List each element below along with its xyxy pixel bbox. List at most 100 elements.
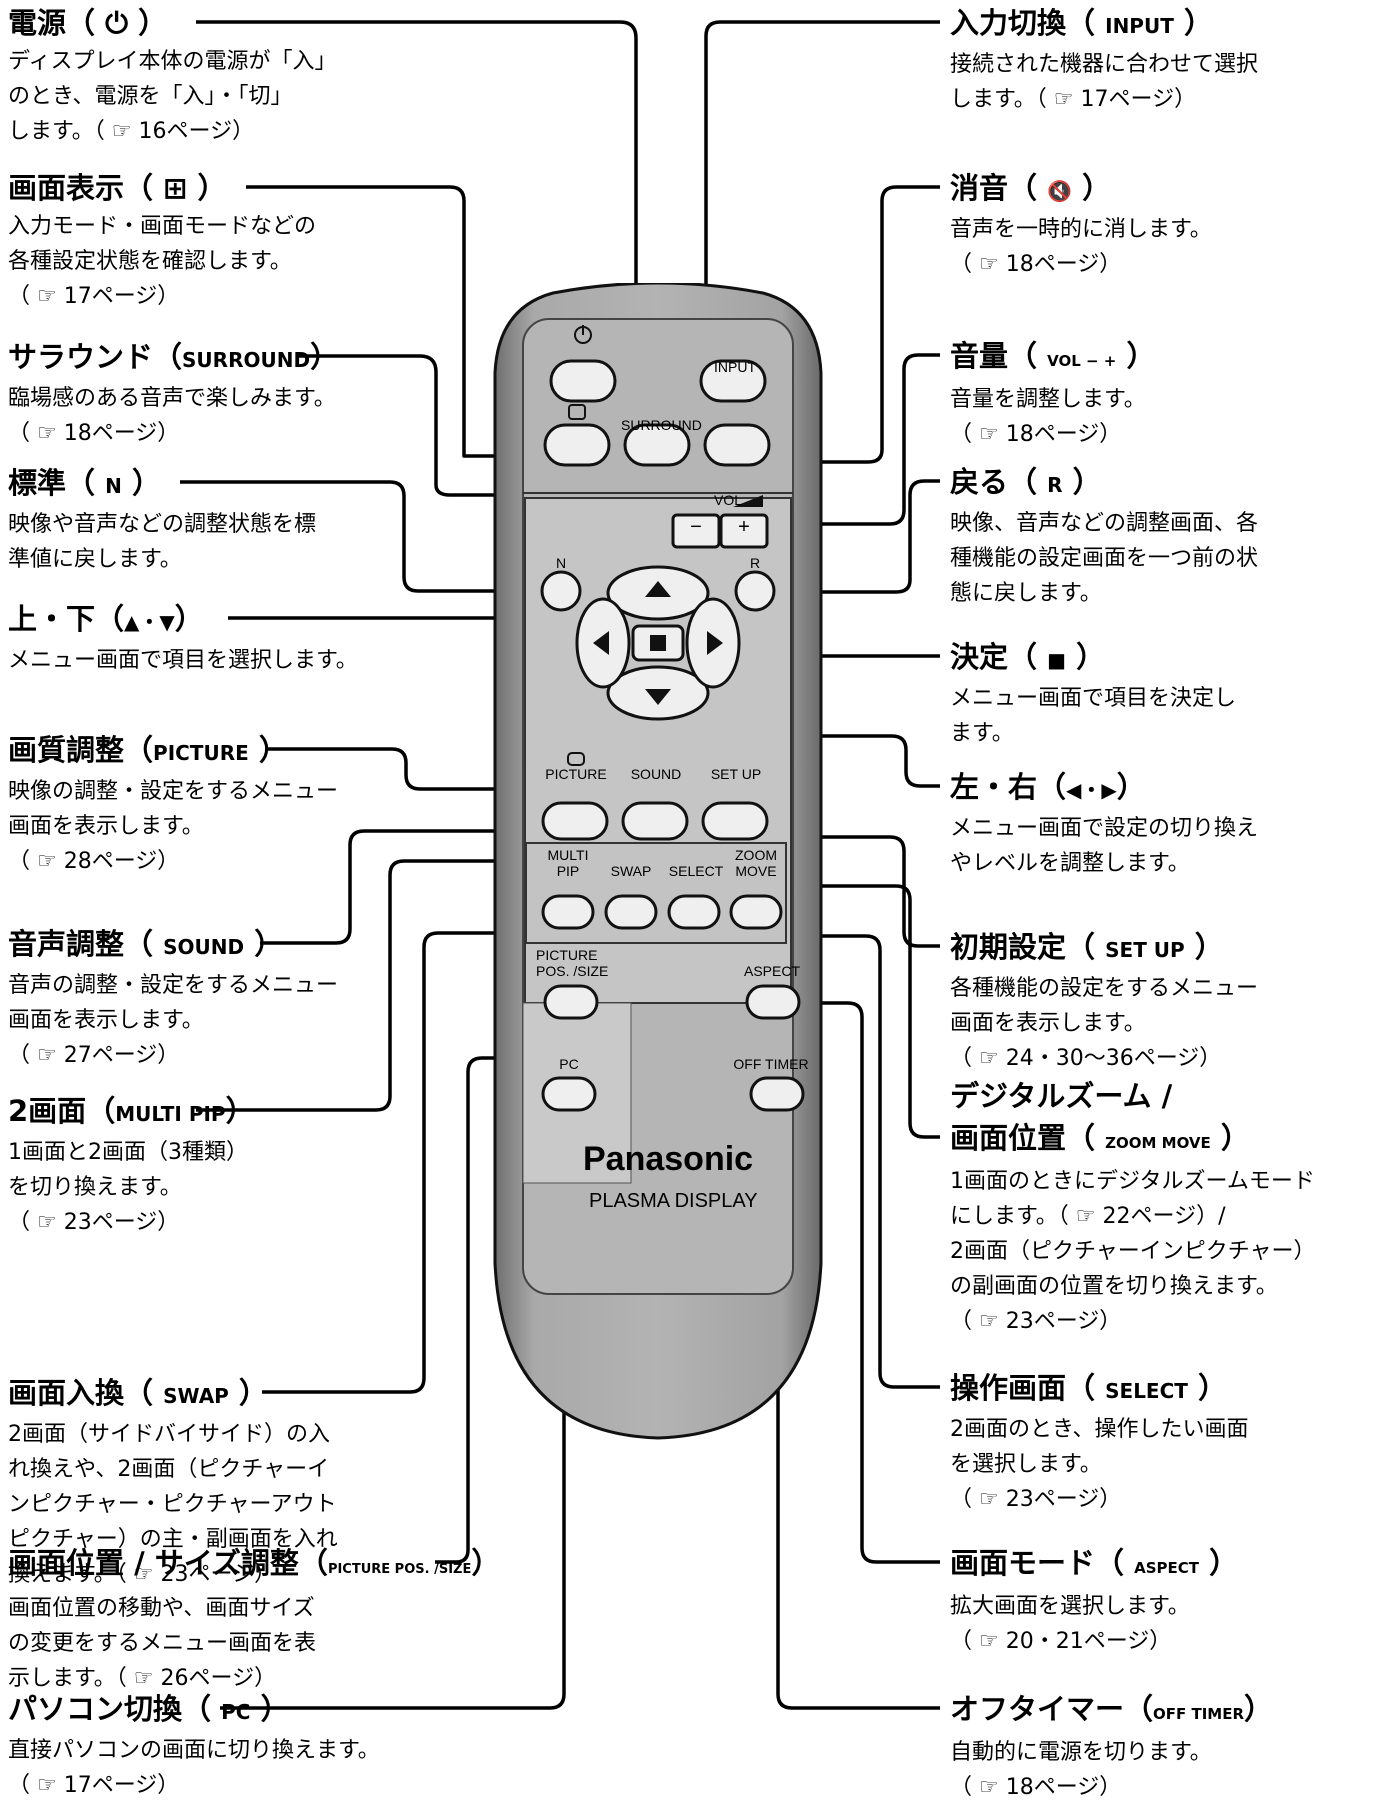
pc-desc: 直接パソコンの画面に切り換えます。 （ ☞ 17ページ） [8,1738,380,1798]
label-picture-pos2: POS. /SIZE [536,963,609,979]
power-title: 電源（ ⏻ ） [8,6,168,40]
offtimer-title: オフタイマー（OFF TIMER） [950,1692,1274,1726]
possize-desc: 画面位置の移動や、画面サイズ の変更をするメニュー画面を表 示します。（ ☞ 2… [8,1596,317,1691]
line-normal [180,480,555,593]
display-title: 画面表示（ ⊞ ） [8,171,227,205]
label-offtimer: OFF TIMER [733,1056,809,1072]
input-desc: 接続された機器に合わせて選択 します。（ ☞ 17ページ） [950,52,1259,112]
line-vol [800,353,940,526]
label-setup: SET UP [710,766,762,782]
product-subtitle: PLASMA DISPLAY [589,1190,758,1212]
label-picture: PICTURE [545,766,607,782]
callout-mute: 消音（ 🔇 ） 音声を一時的に消します。 （ ☞ 18ページ） [950,167,1375,282]
line-pc [220,1095,566,1710]
callout-aspect: 画面モード（ ASPECT ） 拡大画面を選択します。 （ ☞ 20・21ページ… [950,1542,1375,1659]
remote-control [493,283,823,1440]
line-aspect [806,1001,940,1564]
label-pc: PC [559,1056,579,1072]
label-picture-pos1: PICTURE [536,947,598,963]
sound-desc: 音声の調整・設定をするメニュー 画面を表示します。 （ ☞ 27ページ） [8,973,339,1068]
label-select: SELECT [668,863,724,879]
enter-title: 決定（ ■ ） [950,640,1106,674]
select-title: 操作画面（ SELECT ） [950,1371,1228,1405]
leftright-title: 左・右（◀・▶） [950,770,1146,804]
label-input: INPUT [714,359,756,375]
callout-offtimer: オフタイマー（OFF TIMER） 自動的に電源を切ります。 （ ☞ 18ページ… [950,1688,1375,1805]
label-surround: SURROUND [621,417,702,433]
label-n: N [555,555,567,571]
callout-surround: サラウンド（SURROUND） 臨場感のある音声で楽しみます。 （ ☞ 18ペー… [8,336,428,451]
updown-desc: メニュー画面で項目を選択します。 [8,648,358,673]
swap-title: 画面入換（ SWAP ） [8,1376,268,1410]
label-zoom: ZOOM [735,847,777,863]
label-aspect: ASPECT [743,963,800,979]
callout-sound: 音声調整（ SOUND ） 音声の調整・設定をするメニュー 画面を表示します。 … [8,923,428,1073]
enter-desc: メニュー画面で項目を決定し ます。 [950,686,1237,746]
input-title: 入力切換（ INPUT ） [950,6,1213,40]
aspect-desc: 拡大画面を選択します。 （ ☞ 20・21ページ） [950,1594,1190,1654]
callout-power: 電源（ ⏻ ） ディスプレイ本体の電源が「入」 のとき、電源を「入」・「切」 し… [8,2,428,149]
line-display [246,185,545,458]
line-offtimer [776,1096,940,1710]
aspect-title: 画面モード（ ASPECT ） [950,1546,1239,1580]
label-swap: SWAP [610,863,652,879]
possize-title: 画面位置 / サイズ調整（PICTURE POS. /SIZE） [8,1546,501,1580]
display-icon: ⊞ [163,171,188,205]
line-picture [268,747,580,791]
label-vol: VOL [713,492,742,508]
power-desc: ディスプレイ本体の電源が「入」 のとき、電源を「入」・「切」 します。（ ☞ 1… [8,49,337,144]
mute-desc: 音声を一時的に消します。 （ ☞ 18ページ） [950,217,1212,277]
label-sound: SOUND [630,766,682,782]
pc-title: パソコン切換（ PC ） [8,1692,290,1726]
multipip-title: 2画面（MULTI PIP） [8,1094,255,1128]
callout-swap: 画面入換（ SWAP ） 2画面（サイドバイサイド）の入 れ換えや、2画面（ピク… [8,1372,428,1592]
callout-multipip: 2画面（MULTI PIP） 1画面と2画面（3種類） を切り換えます。 （ ☞… [8,1090,428,1240]
label-multi: MULTI [547,847,589,863]
callout-picture: 画質調整（PICTURE ） 映像の調整・設定をするメニュー 画面を表示します。… [8,729,428,879]
callout-input: 入力切換（ INPUT ） 接続された機器に合わせて選択 します。（ ☞ 17ペ… [950,2,1375,117]
surround-icon: SURROUND [182,348,311,372]
multipip-desc: 1画面と2画面（3種類） を切り換えます。 （ ☞ 23ページ） [8,1140,248,1235]
zoom-desc: 1画面のときにデジタルズームモード にします。（ ☞ 22ページ）/ 2画面（ピ… [950,1169,1316,1334]
select-desc: 2画面のとき、操作したい画面 を選択します。 （ ☞ 23ページ） [950,1417,1249,1512]
surround-title: サラウンド（SURROUND） [8,340,340,374]
setup-desc: 各種機能の設定をするメニュー 画面を表示します。 （ ☞ 24・30～36ページ… [950,976,1259,1071]
line-mute [800,185,940,464]
label-pip: PIP [556,863,580,879]
callout-select: 操作画面（ SELECT ） 2画面のとき、操作したい画面 を選択します。 （ … [950,1367,1375,1517]
return-title: 戻る（ R ） [950,465,1102,499]
label-plus: + [738,516,750,538]
power-icon: ⏻ [105,6,129,40]
callout-vol: 音量（ VOL − + ） 音量を調整します。 （ ☞ 18ページ） [950,335,1375,452]
offtimer-desc: 自動的に電源を切ります。 （ ☞ 18ページ） [950,1740,1212,1800]
callout-leftright: 左・右（◀・▶） メニュー画面で設定の切り換え やレベルを調整します。 [950,766,1375,881]
mute-icon: 🔇 [1047,179,1073,203]
setup-title: 初期設定（ SET UP ） [950,930,1224,964]
label-minus: − [690,516,702,538]
leftright-desc: メニュー画面で設定の切り換え やレベルを調整します。 [950,816,1259,876]
surround-desc: 臨場感のある音声で楽しみます。 （ ☞ 18ページ） [8,386,336,446]
return-desc: 映像、音声などの調整画面、各 種機能の設定画面を一つ前の状 態に戻します。 [950,511,1259,606]
vol-desc: 音量を調整します。 （ ☞ 18ページ） [950,387,1146,447]
callout-possize: 画面位置 / サイズ調整（PICTURE POS. /SIZE） 画面位置の移動… [8,1542,501,1696]
callout-setup: 初期設定（ SET UP ） 各種機能の設定をするメニュー 画面を表示します。 … [950,926,1375,1076]
label-r: R [749,555,761,571]
line-return [800,479,940,594]
callout-zoom: デジタルズーム / 画面位置（ ZOOM MOVE ） 1画面のときにデジタルズ… [950,1075,1375,1339]
line-input [704,20,940,430]
display-desc: 入力モード・画面モードなどの 各種設定状態を確認します。 （ ☞ 17ページ） [8,214,317,309]
normal-desc: 映像や音声などの調整状態を標 準値に戻します。 [8,512,317,572]
brand-logo: Panasonic [583,1140,754,1178]
picture-desc: 映像の調整・設定をするメニュー 画面を表示します。 （ ☞ 28ページ） [8,779,339,874]
callout-normal: 標準（ N ） 映像や音声などの調整状態を標 準値に戻します。 [8,462,428,577]
label-move: MOVE [735,863,777,879]
callout-display: 画面表示（ ⊞ ） 入力モード・画面モードなどの 各種設定状態を確認します。 （… [8,167,428,314]
sound-title: 音声調整（ SOUND ） [8,927,284,961]
picture-title: 画質調整（PICTURE ） [8,733,288,767]
zoom-title: デジタルズーム / 画面位置（ ZOOM MOVE ） [950,1079,1250,1155]
normal-title: 標準（ N ） [8,466,161,500]
callout-return: 戻る（ R ） 映像、音声などの調整画面、各 種機能の設定画面を一つ前の状 態に… [950,461,1375,611]
updown-title: 上・下（▲・▼） [8,602,204,636]
vol-title: 音量（ VOL − + ） [950,339,1156,373]
